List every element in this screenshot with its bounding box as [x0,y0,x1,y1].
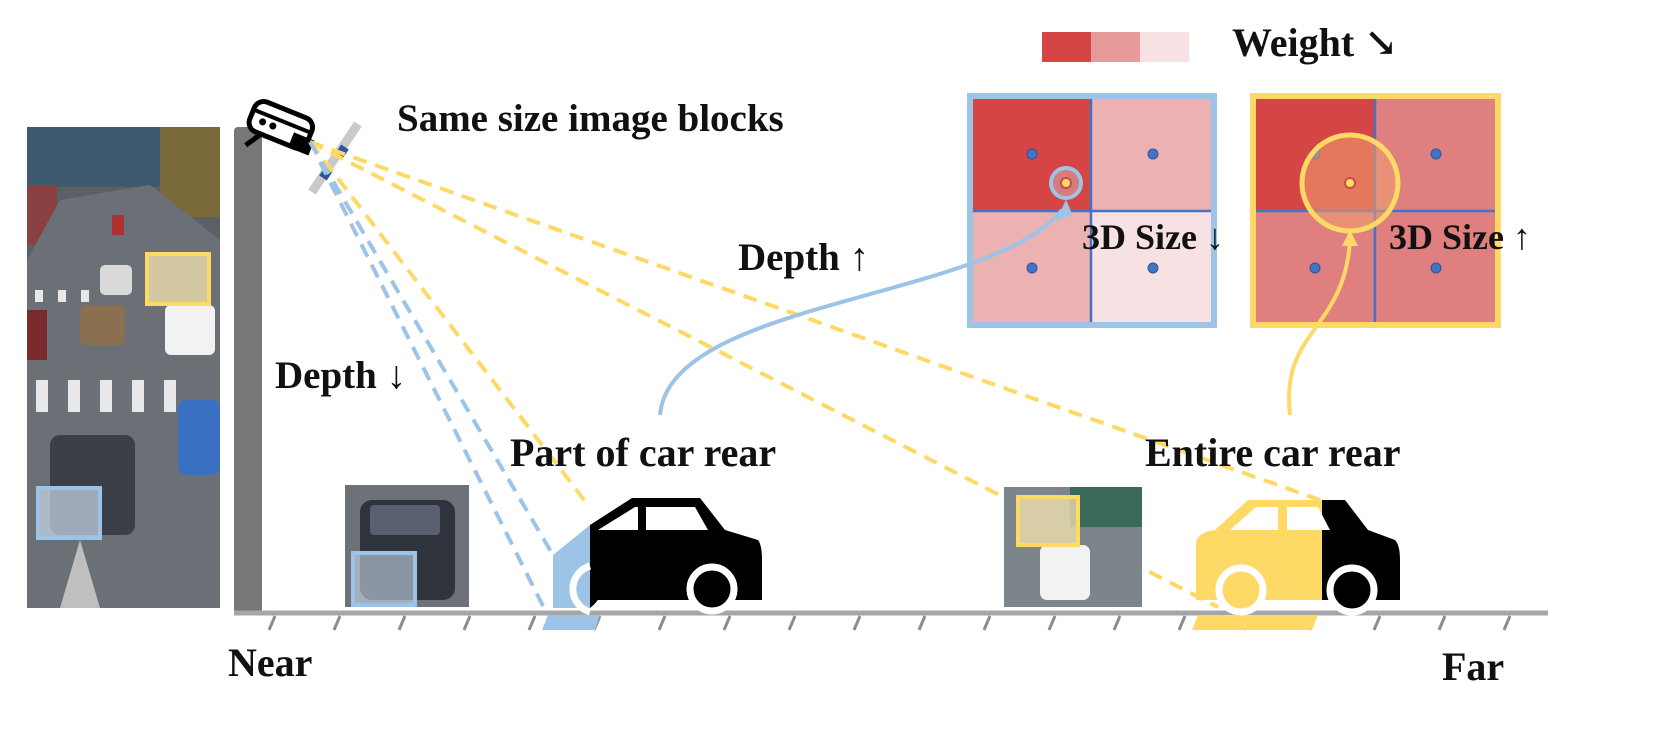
blue-link-arrow [658,199,1073,416]
ground-tick [332,615,342,631]
ground-tick [527,615,537,631]
weight-grid-yellow [1250,93,1501,328]
view-rays [308,140,1321,613]
ground-tick [1502,615,1512,631]
size-small-label: 3D Size ↓ [1082,217,1224,257]
ground-tick [1437,615,1447,631]
entire-rear-label: Entire car rear [1145,430,1400,475]
camera-icon [244,98,316,156]
near-footprint [542,615,600,630]
ground-tick [462,615,472,631]
ground-tick [1177,615,1187,631]
yellow-link-arrow [1286,230,1358,416]
far-image-block [1004,487,1142,607]
street-photo [27,127,220,608]
far-label: Far [1442,644,1504,689]
ground-line [234,610,1548,631]
ground-tick [982,615,992,631]
ground-tick [1047,615,1057,631]
ground-tick [722,615,732,631]
near-image-block [345,485,469,607]
size-large-label: 3D Size ↑ [1389,217,1531,257]
weight-label: Weight ↘ [1232,20,1398,65]
ground-tick [852,615,862,631]
same-size-label: Same size image blocks [397,97,784,140]
ground-tick [267,615,277,631]
far-footprint [1192,615,1318,630]
ground-tick [1112,615,1122,631]
camera-pole [234,127,262,613]
ground-tick [917,615,927,631]
weight-grid-blue [967,93,1217,328]
far-car [1196,500,1400,616]
depth-near-label: Depth ↓ [275,354,406,397]
ground-tick [1372,615,1382,631]
near-label: Near [228,640,312,685]
ground-tick [657,615,667,631]
near-car [553,498,762,616]
ground-tick [787,615,797,631]
depth-far-label: Depth ↑ [738,236,869,279]
part-rear-label: Part of car rear [510,430,776,475]
ground-tick [397,615,407,631]
weight-legend [1042,32,1189,62]
